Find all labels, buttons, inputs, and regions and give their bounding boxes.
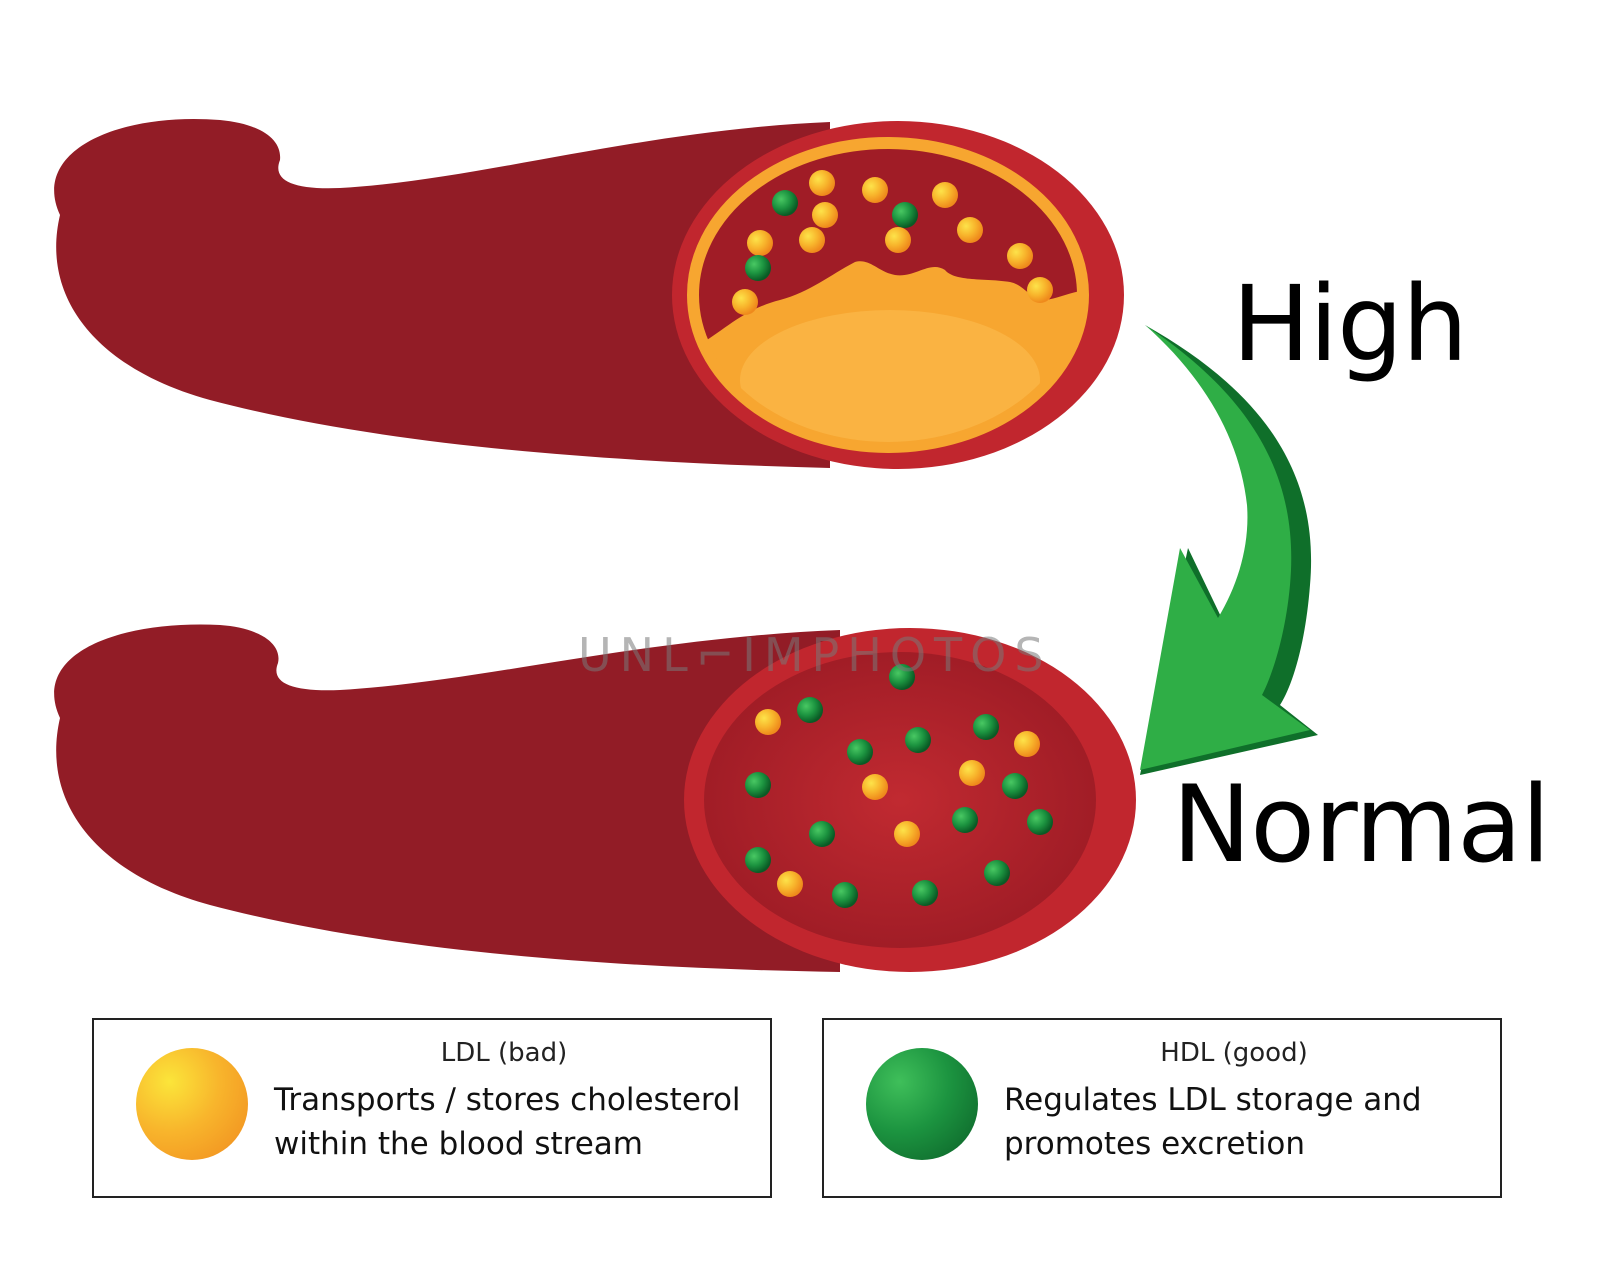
ldl-particle (755, 709, 781, 735)
down-arrow-icon (1140, 325, 1318, 775)
ldl-title: LDL (bad) (440, 1038, 568, 1068)
vessel-normal-lumen (704, 652, 1096, 948)
ldl-description-line1: Transports / stores cholesterol (274, 1082, 741, 1118)
hdl-particle (832, 882, 858, 908)
ldl-particle (799, 227, 825, 253)
vessel-high (54, 118, 1124, 469)
hdl-particle (1027, 809, 1053, 835)
hdl-particle (984, 860, 1010, 886)
ldl-particle (812, 202, 838, 228)
ldl-particle (732, 289, 758, 315)
hdl-particle (973, 714, 999, 740)
arrow-body (1140, 325, 1310, 770)
hdl-description-line2: promotes excretion (1004, 1126, 1305, 1162)
ldl-particle (747, 230, 773, 256)
high-label: High (1232, 263, 1468, 385)
ldl-particle (777, 871, 803, 897)
legend-ldl: LDL (bad) Transports / stores cholestero… (92, 1018, 772, 1198)
ldl-ball-icon (136, 1048, 248, 1160)
vessel-normal-body (54, 624, 841, 972)
ldl-particle (885, 227, 911, 253)
lipoprotein-particles (732, 170, 1053, 908)
hdl-particle (912, 880, 938, 906)
ldl-particle (957, 217, 983, 243)
hdl-particle (1002, 773, 1028, 799)
ldl-particle (862, 774, 888, 800)
hdl-particle (745, 255, 771, 281)
hdl-particle (952, 807, 978, 833)
ldl-particle (809, 170, 835, 196)
ldl-particle (1014, 731, 1040, 757)
hdl-particle (889, 664, 915, 690)
hdl-title: HDL (good) (1160, 1038, 1308, 1068)
hdl-particle (772, 190, 798, 216)
hdl-ball-icon (866, 1048, 978, 1160)
ldl-particle (1007, 243, 1033, 269)
ldl-description: Transports / stores cholesterol within t… (274, 1078, 754, 1166)
vessel-high-body (54, 118, 831, 469)
ldl-particle (1027, 277, 1053, 303)
hdl-particle (745, 847, 771, 873)
normal-label: Normal (1172, 763, 1551, 886)
ldl-particle (932, 182, 958, 208)
hdl-particle (892, 202, 918, 228)
ldl-particle (959, 760, 985, 786)
ldl-particle (862, 177, 888, 203)
hdl-particle (745, 772, 771, 798)
hdl-particle (797, 697, 823, 723)
hdl-description-line1: Regulates LDL storage and (1004, 1082, 1422, 1118)
vessel-high-plaque-ring (687, 137, 1089, 453)
hdl-particle (809, 821, 835, 847)
legend-hdl: HDL (good) Regulates LDL storage and pro… (822, 1018, 1502, 1198)
hdl-description: Regulates LDL storage and promotes excre… (1004, 1078, 1484, 1166)
ldl-particle (894, 821, 920, 847)
ldl-description-line2: within the blood stream (274, 1126, 644, 1162)
plaque-highlight (740, 310, 1040, 442)
watermark: UNL⌐IMPHOTOS (578, 628, 1052, 682)
hdl-particle (847, 739, 873, 765)
hdl-particle (905, 727, 931, 753)
